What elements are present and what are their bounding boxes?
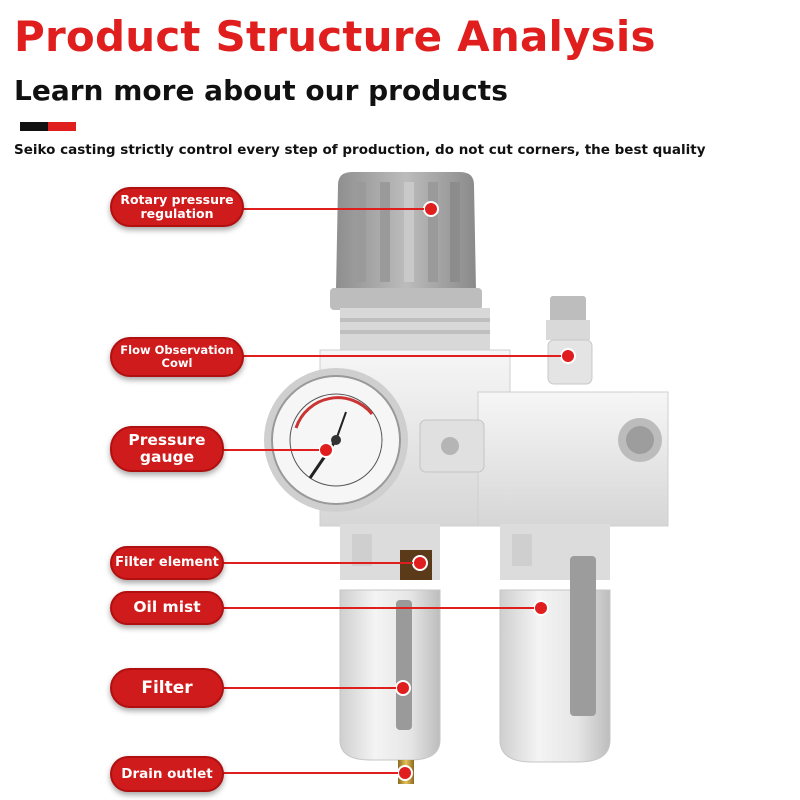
main-body xyxy=(319,349,669,527)
label-filter-element: Filter element xyxy=(110,546,224,580)
tagline: Seiko casting strictly control every ste… xyxy=(14,142,706,158)
page-title: Product Structure Analysis xyxy=(14,12,656,61)
lubricator-top xyxy=(546,296,593,385)
label-filter: Filter xyxy=(110,668,224,708)
label-rotary-pressure-regulation: Rotary pressure regulation xyxy=(110,187,244,227)
decor-bar-black xyxy=(20,122,48,131)
page-subtitle: Learn more about our products xyxy=(14,74,508,107)
decor-bar-red xyxy=(48,122,76,131)
label-drain-outlet: Drain outlet xyxy=(110,756,224,792)
filter-bowl xyxy=(339,524,441,784)
leader-lines xyxy=(222,208,561,774)
lubricator-bowl xyxy=(499,524,611,763)
regulator-knob xyxy=(330,172,490,350)
label-pressure-gauge: Pressure gauge xyxy=(110,426,224,472)
label-oil-mist: Oil mist xyxy=(110,591,224,625)
pressure-gauge xyxy=(264,368,408,512)
label-flow-observation-cowl: Flow Observation Cowl xyxy=(110,337,244,377)
